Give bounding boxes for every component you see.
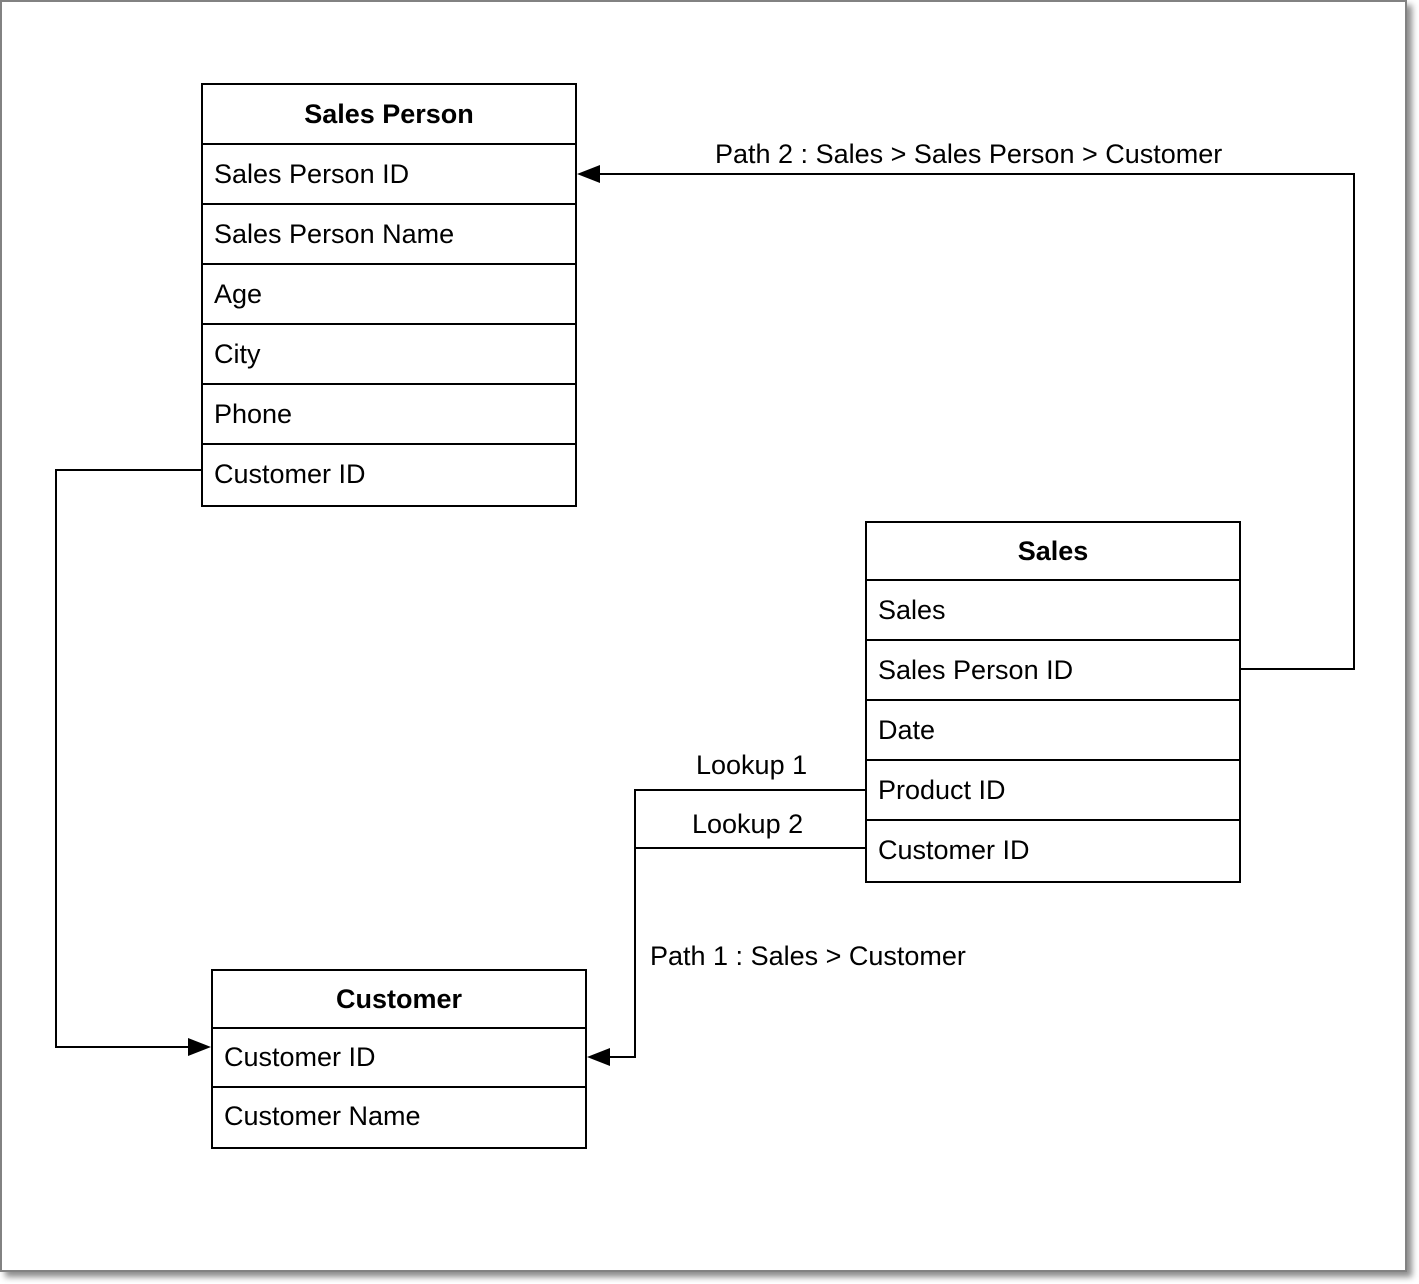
table-sales-person: Sales Person Sales Person ID Sales Perso… [201,83,577,507]
table-row: Sales Person ID [203,145,575,205]
table-row: Customer ID [213,1029,585,1088]
table-row: Sales Person ID [867,641,1239,701]
table-row: Sales Person Name [203,205,575,265]
table-row: Customer ID [878,835,1030,865]
table-customer-title: Customer [213,971,585,1029]
table-customer: Customer Customer ID Customer Name [211,969,587,1149]
table-row: Customer ID [214,459,366,489]
table-row: Phone [203,385,575,445]
label-path2: Path 2 : Sales > Sales Person > Customer [715,139,1223,169]
table-row: Age [203,265,575,325]
table-row: Product ID [867,761,1239,821]
label-lookup2: Lookup 2 [692,809,804,839]
table-row: Sales [867,581,1239,641]
table-sales-title: Sales [867,523,1239,581]
table-row: Customer Name [224,1101,421,1131]
label-path1: Path 1 : Sales > Customer [650,941,966,971]
table-sales-person-title: Sales Person [203,85,575,145]
label-lookup1: Lookup 1 [696,750,808,780]
table-sales: Sales Sales Sales Person ID Date Product… [865,521,1241,883]
table-row: Date [867,701,1239,761]
table-row: City [203,325,575,385]
